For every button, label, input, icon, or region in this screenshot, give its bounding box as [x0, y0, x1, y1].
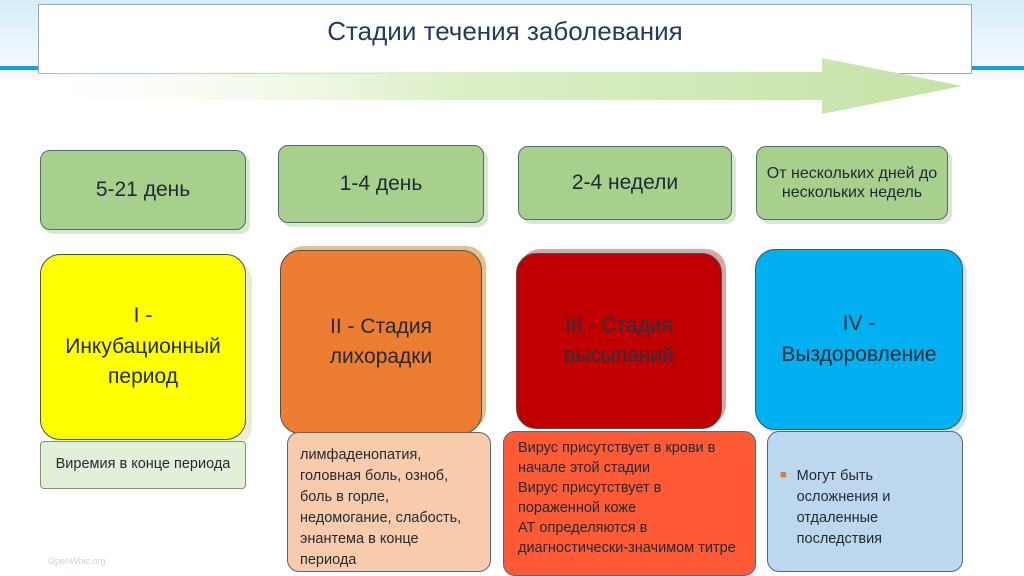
stage-3-rash: III - Стадия высыпаний	[516, 253, 722, 429]
stage-4-recovery: IV - Выздоровление	[755, 249, 963, 430]
stage-2-fever: II - Стадия лихорадки	[280, 250, 482, 434]
watermark: OpenWhiz.org	[48, 556, 106, 566]
note-stage-4-text: Могут быть осложнения и отдаленные после…	[796, 468, 891, 548]
note-stage-4: ■ Могут быть осложнения и отдаленные пос…	[767, 431, 963, 572]
title-box	[38, 4, 972, 74]
note-stage-3-line-2: Вирус присутствует в пораженной коже	[518, 480, 662, 516]
stage-1-incubation: I - Инкубационный период	[40, 254, 246, 440]
timeline-arrow	[36, 58, 962, 114]
page-title: Стадии течения заболевания	[327, 16, 683, 46]
note-stage-3-line-1: Вирус присутствует в крови в начале этой…	[518, 440, 716, 476]
note-stage-2: лимфаденопатия, головная боль, озноб, бо…	[287, 432, 491, 572]
square-bullet-icon: ■	[780, 469, 787, 481]
note-stage-1: Виремия в конце периода	[40, 441, 246, 489]
duration-stage-1: 5-21 день	[40, 150, 246, 230]
note-stage-3: Вирус присутствует в крови в начале этой…	[503, 431, 756, 576]
duration-stage-2: 1-4 день	[278, 145, 484, 223]
duration-stage-4: От нескольких дней до нескольких недель	[756, 146, 948, 220]
note-stage-3-line-3: АТ определяются в диагностически-значимо…	[518, 520, 736, 556]
duration-stage-3: 2-4 недели	[518, 146, 732, 220]
